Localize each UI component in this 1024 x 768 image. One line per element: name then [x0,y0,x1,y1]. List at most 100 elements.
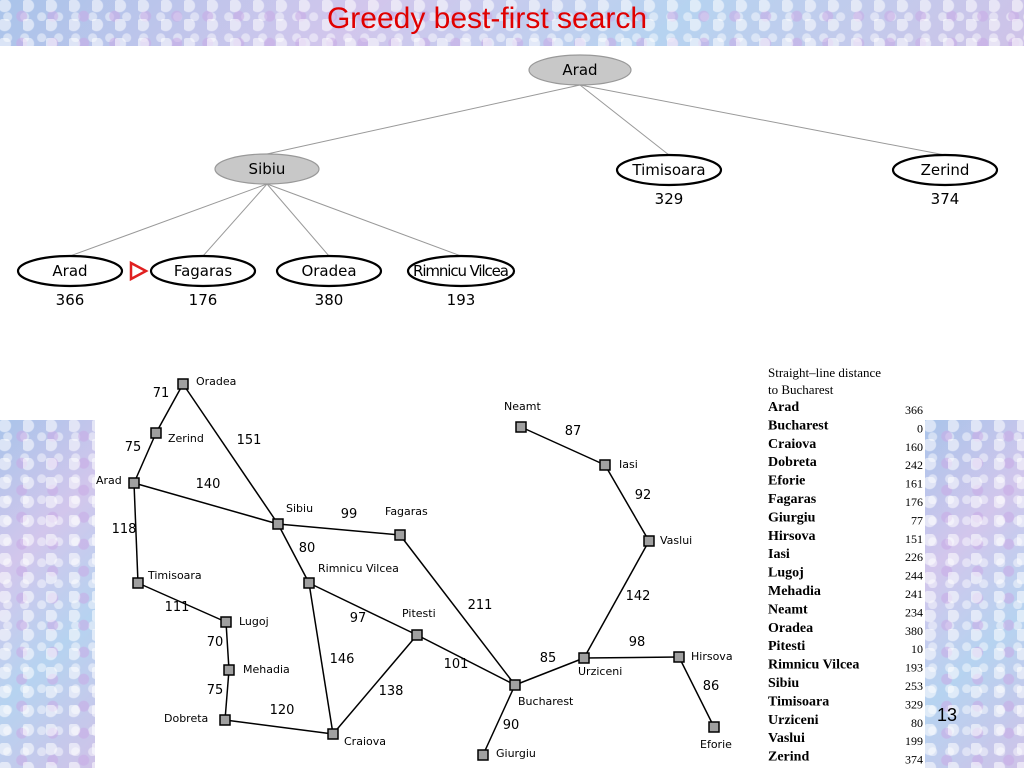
selected-node-marker-icon [129,260,149,282]
search-tree-panel [0,46,1024,420]
tree-node-label-sibiu: Sibiu [249,160,286,178]
tree-node-fagaras [149,254,257,288]
distance-table-city: Lugoj [768,566,804,581]
city-label-vaslui: Vaslui [660,534,692,547]
distance-table-city: Bucharest [768,418,829,433]
tree-node-sibiu [214,153,320,185]
tree-edge-arad-root-sibiu [266,84,581,155]
city-label-mehadia: Mehadia [243,663,290,676]
city-label-zerind: Zerind [168,432,204,445]
tree-node-h-timisoara: 329 [655,190,684,208]
road-timisoara-lugoj [137,582,227,623]
road-arad-sibiu [133,482,279,525]
distance-table-title: Straight–line distance [768,365,881,380]
road-distance-dobreta-craiova: 120 [270,703,295,718]
road-distance-sibiu-fagaras: 99 [341,507,358,522]
road-distance-lugoj-mehadia: 70 [207,635,224,650]
distance-table-city: Craiova [768,437,816,452]
road-distance-oradea-sibiu: 151 [237,433,262,448]
road-distance-timisoara-lugoj: 111 [165,600,190,615]
distance-table-city: Zerind [768,750,809,765]
road-distance-fagaras-bucharest: 211 [468,598,493,613]
tree-node-h-arad-leaf: 366 [56,291,85,309]
city-label-craiova: Craiova [344,735,386,748]
distance-table-city: Oradea [768,621,813,636]
tree-node-arad-root [528,54,632,86]
city-node-craiova [327,728,339,740]
road-distance-rimnicu-craiova: 146 [330,652,355,667]
distance-table-city: Mehadia [768,584,821,599]
city-node-bucharest [509,679,521,691]
road-lugoj-mehadia [225,621,230,671]
city-node-sibiu [272,518,284,530]
city-label-lugoj: Lugoj [239,615,269,628]
background-pattern-top [0,0,1024,46]
city-node-oradea [177,378,189,390]
road-vaslui-iasi [604,464,650,542]
road-distance-oradea-zerind: 71 [153,386,170,401]
road-rimnicu-craiova [308,582,334,735]
distance-table-subtitle: to Bucharest [768,382,834,397]
distance-table-value: 193 [905,661,923,675]
tree-node-timisoara [615,153,723,187]
distance-table-city: Urziceni [768,713,819,728]
distance-table-value: 199 [905,734,923,748]
distance-table-city: Rimnicu Vilcea [768,658,859,673]
city-node-giurgiu [477,749,489,761]
road-distance-vaslui-iasi: 92 [635,488,652,503]
road-oradea-zerind [155,383,184,434]
city-label-timisoara: Timisoara [147,569,202,582]
distance-table-value: 234 [905,605,923,619]
distance-table-value: 10 [911,642,923,656]
tree-node-label-zerind: Zerind [921,161,970,179]
tree-edge-arad-root-zerind [579,84,946,156]
distance-table-value: 80 [911,716,923,730]
city-node-lugoj [220,616,232,628]
romania-map-panel [95,420,925,768]
tree-node-label-arad-leaf: Arad [52,262,87,280]
road-oradea-sibiu [182,383,279,525]
distance-table-value: 374 [905,753,923,767]
distance-table-value: 241 [905,587,923,601]
distance-table-value: 151 [905,532,923,546]
tree-node-label-rimnicu-vilcea: Rimnicu Vilcea [413,262,509,280]
city-node-arad [128,477,140,489]
road-mehadia-dobreta [224,669,230,721]
tree-node-rimnicu-vilcea [406,254,516,288]
distance-table-city: Arad [768,400,799,415]
road-distance-craiova-pitesti: 138 [379,684,404,699]
slide-title: Greedy best-first search [326,2,648,35]
road-distance-iasi-neamt: 87 [565,424,582,439]
road-dobreta-craiova [224,719,334,735]
city-label-dobreta: Dobreta [164,712,208,725]
distance-table-city: Fagaras [768,492,817,507]
distance-table-value: 244 [905,569,923,583]
city-label-neamt: Neamt [504,400,541,413]
city-node-zerind [150,427,162,439]
road-distance-urziceni-vaslui: 142 [626,589,651,604]
city-node-urziceni [578,652,590,664]
city-label-fagaras: Fagaras [385,505,428,518]
tree-node-h-zerind: 374 [931,190,960,208]
city-node-rimnicu [303,577,315,589]
distance-table-value: 0 [917,421,923,435]
tree-node-oradea [275,254,383,288]
city-node-vaslui [643,535,655,547]
city-label-hirsova: Hirsova [691,650,733,663]
road-distance-arad-timisoara: 118 [112,522,137,537]
road-distance-rimnicu-pitesti: 97 [350,611,367,626]
city-label-sibiu: Sibiu [286,502,313,515]
city-node-iasi [599,459,611,471]
distance-table-city: Vaslui [768,731,805,746]
road-bucharest-urziceni [514,657,585,686]
distance-table-city: Dobreta [768,455,817,470]
road-distance-pitesti-bucharest: 101 [444,657,469,672]
road-sibiu-rimnicu [277,523,310,584]
distance-table-city: Sibiu [768,676,799,691]
distance-table-city: Neamt [768,602,808,617]
city-label-urziceni: Urziceni [578,665,622,678]
